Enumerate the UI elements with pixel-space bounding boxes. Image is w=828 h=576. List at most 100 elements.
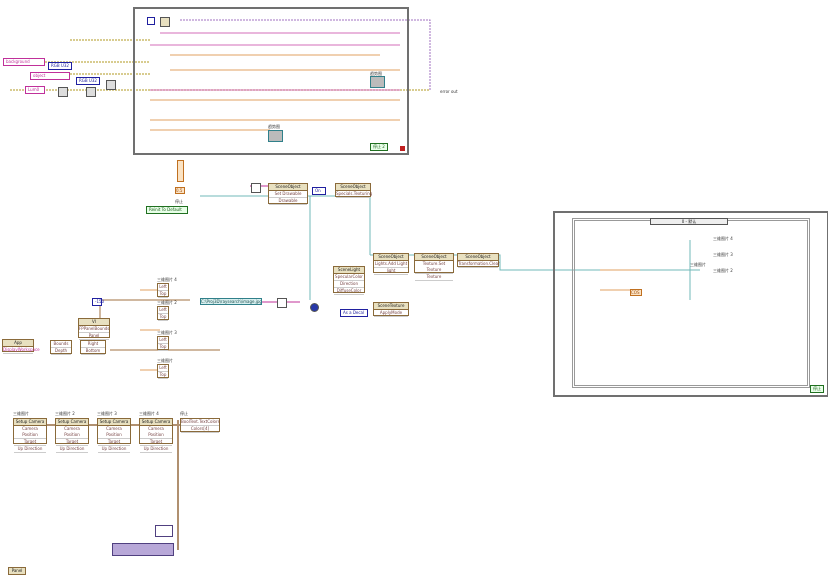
right-label-3: 三维图片 3 — [713, 252, 733, 257]
apply-mode-enum[interactable]: As a Decal — [340, 309, 368, 317]
method: ApplyMode — [374, 310, 408, 317]
field: Top — [158, 291, 168, 298]
color-const — [155, 525, 173, 537]
label: Reinit To Default — [149, 207, 182, 212]
title: Setup Camera — [56, 419, 88, 426]
panel-node[interactable]: Panel — [8, 567, 26, 575]
iteration-node — [147, 17, 155, 25]
prop: Direction — [334, 281, 364, 288]
method: Specials.Texturing — [336, 191, 373, 198]
stop-button-right[interactable]: 停止 — [810, 385, 824, 393]
row: Target — [140, 439, 172, 446]
row: Target — [98, 439, 130, 446]
label: 停止 — [813, 386, 821, 391]
class: Panel — [9, 568, 25, 575]
loop-condition-icon — [400, 146, 405, 151]
const-0-5: 0.5 — [175, 187, 185, 194]
method: SpecularColor — [334, 274, 364, 281]
sphere-icon — [310, 303, 319, 312]
rgb-enum-1[interactable]: RGB U32 — [48, 62, 72, 70]
class: SceneTexture — [374, 303, 408, 310]
label: -150 — [95, 299, 105, 304]
scene-create-node[interactable] — [251, 183, 261, 193]
wait-node[interactable] — [160, 17, 170, 27]
row: Camera Position — [140, 426, 172, 439]
on-enum[interactable]: On — [312, 187, 326, 195]
class: VI — [79, 319, 109, 326]
cluster-label-2: 三维图片 2 — [157, 300, 177, 305]
case-selector[interactable]: 0 - 默认 — [650, 218, 728, 225]
label: As a Decal — [343, 310, 365, 315]
prop: Panel — [79, 333, 109, 340]
title: Setup Camera — [14, 419, 46, 426]
class: SceneObject — [415, 254, 453, 261]
imaq-create-node[interactable] — [58, 87, 68, 97]
method: Transformation.Clear — [458, 261, 500, 268]
row: Colors[4] — [181, 426, 219, 433]
row: Camera Position — [98, 426, 130, 439]
field: Bounds — [51, 341, 71, 348]
row: Camera Position — [56, 426, 88, 439]
color-array-const — [112, 543, 174, 556]
error-out-label: error out — [440, 89, 458, 94]
prop: DisplayWorkspace — [3, 347, 40, 354]
stop-prop-label: 停止 — [180, 411, 188, 416]
class: SceneObject — [336, 184, 370, 191]
right-label-2: 三维图片 2 — [713, 268, 733, 273]
background-input[interactable]: background — [3, 58, 45, 66]
trend-chart-a — [370, 76, 385, 88]
prop: Drawable — [269, 198, 307, 205]
stop-button-2[interactable]: 停止 2 — [370, 143, 388, 151]
field: Bottom — [81, 348, 105, 355]
array-const — [177, 160, 184, 182]
row: Target — [14, 439, 46, 446]
camera-label-4: 三维图片 4 — [139, 411, 159, 416]
label: 0 - 默认 — [681, 219, 697, 224]
field: Top — [158, 344, 168, 351]
rgb-enum-2[interactable]: RGB U32 — [76, 77, 100, 85]
row: Target — [56, 439, 88, 446]
label: RGB U32 — [51, 63, 69, 68]
field: Left — [158, 337, 168, 344]
reinit-button[interactable]: Reinit To Default — [146, 206, 188, 214]
field: Left — [158, 365, 168, 372]
imaq-grab-node[interactable] — [86, 87, 96, 97]
row: Up Direction — [14, 446, 46, 453]
row: Up Direction — [140, 446, 172, 453]
label: On — [315, 188, 321, 193]
row: BoolText.TextColors — [181, 419, 220, 426]
lum0-input[interactable]: Lum0 — [25, 86, 45, 94]
label: object — [33, 73, 46, 78]
method: Set Drawable — [269, 191, 307, 198]
cos-const: COS — [630, 289, 642, 296]
class: App — [3, 340, 33, 347]
prop: Texture — [415, 274, 453, 281]
object-input[interactable]: object — [30, 72, 70, 80]
read-image-node[interactable] — [277, 298, 287, 308]
row: Camera Position — [14, 426, 46, 439]
label: background — [6, 59, 30, 64]
top-while-loop — [133, 7, 409, 155]
title: Setup Camera — [98, 419, 130, 426]
imaq-node-3[interactable] — [106, 80, 116, 90]
